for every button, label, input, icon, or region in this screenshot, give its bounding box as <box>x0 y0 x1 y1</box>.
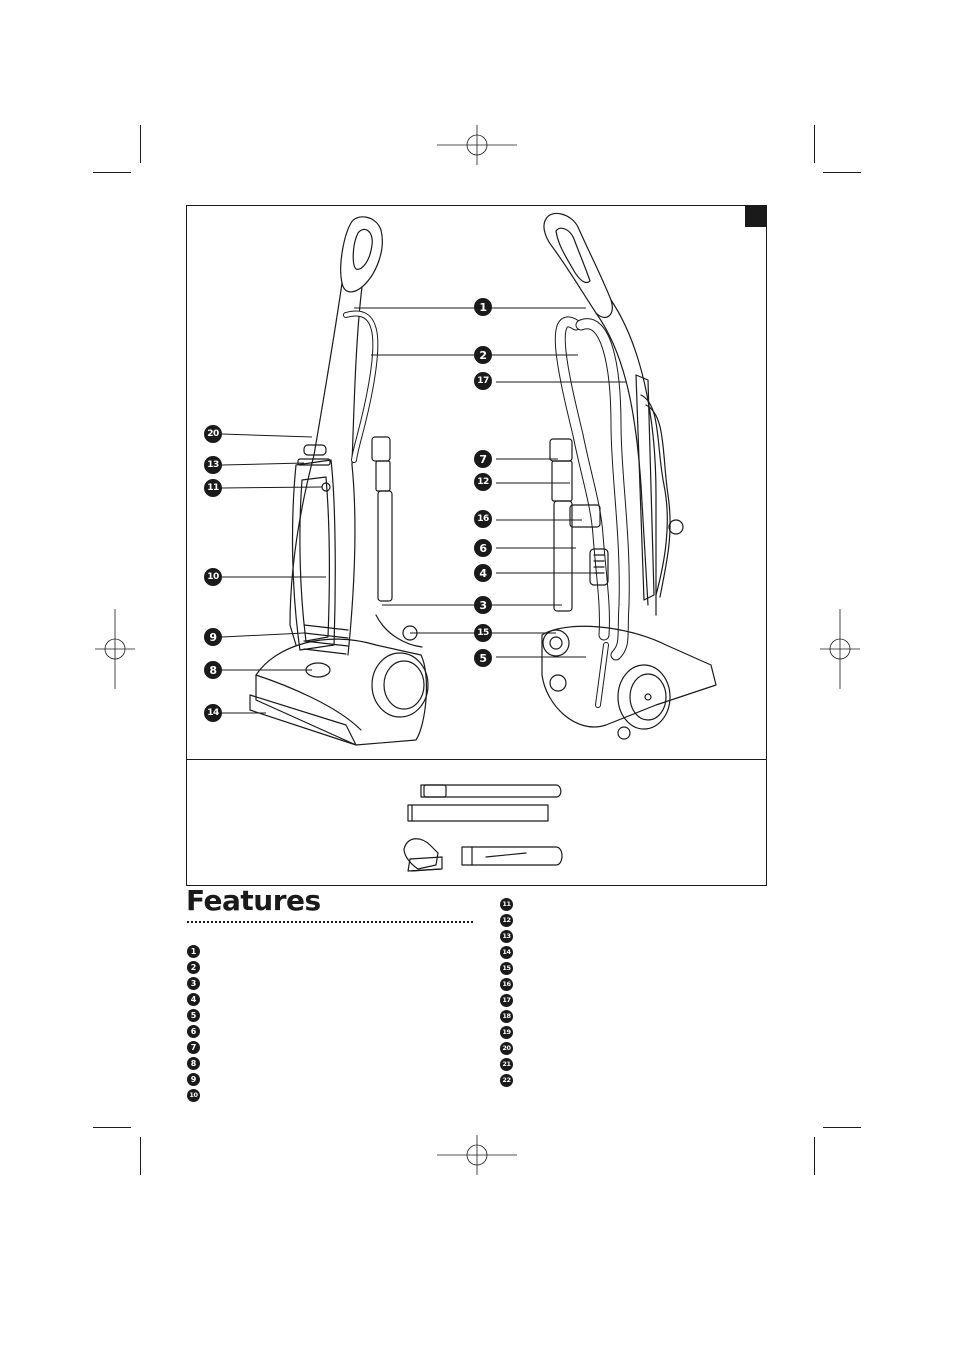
feature-number-badge: 22 <box>500 1073 513 1087</box>
features-list-left: 1 2 3 4 5 6 7 8 9 10 <box>187 943 206 1103</box>
callout-badge: 4 <box>474 564 492 582</box>
feature-item: 4 <box>187 991 206 1007</box>
feature-item: 14 <box>500 944 519 960</box>
callout-badge: 11 <box>204 479 222 497</box>
crop-mark-top-left-v <box>140 125 141 163</box>
features-list-right: 11 12 13 14 15 16 17 18 19 20 21 22 <box>500 896 519 1088</box>
feature-number-badge: 4 <box>187 992 200 1006</box>
crop-mark-top-left-h <box>93 172 131 173</box>
feature-number-badge: 12 <box>500 913 513 927</box>
crop-mark-top-right-v <box>814 125 815 163</box>
feature-number-badge: 9 <box>187 1072 200 1086</box>
feature-number-badge: 6 <box>187 1024 200 1038</box>
vacuum-rear-view <box>541 212 717 740</box>
crop-mark-bottom-right-v <box>814 1137 815 1175</box>
feature-item: 3 <box>187 975 206 991</box>
feature-number-badge: 3 <box>187 976 200 990</box>
feature-item: 16 <box>500 976 519 992</box>
feature-number-badge: 2 <box>187 960 200 974</box>
feature-item: 5 <box>187 1007 206 1023</box>
feature-item: 17 <box>500 992 519 1008</box>
feature-item: 9 <box>187 1071 206 1087</box>
callout-badge: 8 <box>204 661 222 679</box>
feature-number-badge: 7 <box>187 1040 200 1054</box>
feature-item: 20 <box>500 1040 519 1056</box>
page-title: Features <box>186 884 321 917</box>
callout-badge: 15 <box>474 624 492 642</box>
feature-item: 7 <box>187 1039 206 1055</box>
feature-item: 12 <box>500 912 519 928</box>
feature-item: 15 <box>500 960 519 976</box>
callout-badge: 20 <box>204 425 222 443</box>
callout-badge: 6 <box>474 539 492 557</box>
feature-number-badge: 21 <box>500 1057 513 1071</box>
feature-number-badge: 10 <box>187 1088 200 1102</box>
feature-number-badge: 11 <box>500 897 513 911</box>
registration-mark-left <box>95 609 135 689</box>
feature-number-badge: 19 <box>500 1025 513 1039</box>
feature-number-badge: 18 <box>500 1009 513 1023</box>
callout-badge: 13 <box>204 456 222 474</box>
crop-mark-top-right-h <box>823 172 861 173</box>
vacuum-illustration <box>221 212 717 872</box>
feature-item: 10 <box>187 1087 206 1103</box>
feature-number-badge: 15 <box>500 961 513 975</box>
figure-frame <box>186 205 767 886</box>
callout-badge: 10 <box>204 568 222 586</box>
registration-mark-bottom <box>437 1135 517 1175</box>
feature-number-badge: 13 <box>500 929 513 943</box>
vacuum-front-view <box>249 216 429 746</box>
callout-badge: 16 <box>474 510 492 528</box>
feature-item: 18 <box>500 1008 519 1024</box>
feature-number-badge: 20 <box>500 1041 513 1055</box>
feature-number-badge: 5 <box>187 1008 200 1022</box>
feature-number-badge: 8 <box>187 1056 200 1070</box>
callout-badge: 14 <box>204 704 222 722</box>
feature-item: 6 <box>187 1023 206 1039</box>
feature-number-badge: 16 <box>500 977 513 991</box>
callout-badge: 1 <box>474 298 492 316</box>
feature-item: 2 <box>187 959 206 975</box>
feature-item: 22 <box>500 1072 519 1088</box>
feature-item: 19 <box>500 1024 519 1040</box>
callout-badge: 12 <box>474 473 492 491</box>
crop-mark-bottom-right-h <box>823 1127 861 1128</box>
callout-badge: 7 <box>474 450 492 468</box>
feature-item: 1 <box>187 943 206 959</box>
crop-mark-bottom-left-v <box>140 1137 141 1175</box>
feature-number-badge: 17 <box>500 993 513 1007</box>
callout-badge: 2 <box>474 346 492 364</box>
feature-item: 21 <box>500 1056 519 1072</box>
feature-number-badge: 1 <box>187 944 200 958</box>
callout-badge: 3 <box>474 596 492 614</box>
crop-mark-bottom-left-h <box>93 1127 131 1128</box>
registration-mark-right <box>820 609 860 689</box>
callout-badge: 5 <box>474 649 492 667</box>
registration-mark-top <box>437 125 517 165</box>
feature-item: 11 <box>500 896 519 912</box>
feature-item: 13 <box>500 928 519 944</box>
figure-divider <box>186 759 767 760</box>
feature-number-badge: 14 <box>500 945 513 959</box>
callout-badge: 17 <box>474 372 492 390</box>
language-tab <box>745 206 766 227</box>
title-dotted-rule <box>187 921 473 923</box>
feature-item: 8 <box>187 1055 206 1071</box>
accessories <box>403 784 563 872</box>
callout-badge: 9 <box>204 628 222 646</box>
